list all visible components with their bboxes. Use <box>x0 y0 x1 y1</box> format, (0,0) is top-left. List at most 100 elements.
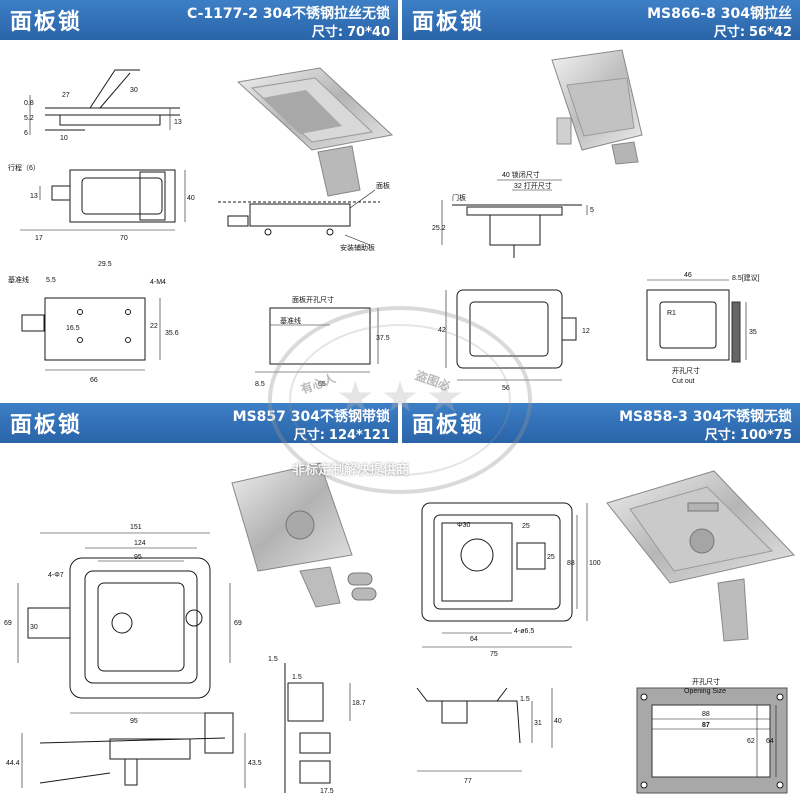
category-title: 面板锁 <box>412 10 485 35</box>
dim-text: 5 <box>590 207 594 214</box>
dim-text: 16.5 <box>66 325 80 332</box>
dim-text: 1.5 <box>268 656 278 663</box>
dim-text: 62 <box>747 738 755 745</box>
dim-text: 17.5 <box>320 788 334 795</box>
open-en: Opening Size <box>684 688 726 695</box>
dim-text: 12 <box>582 328 590 335</box>
dim-text: 124 <box>134 540 146 547</box>
dim-text: 17 <box>35 235 43 242</box>
panel-ms858: 面板锁 MS858-3 304不锈钢无锁 尺寸:100*75 <box>402 403 800 801</box>
travel-label: 行程（6） <box>8 163 40 172</box>
product-photo <box>606 470 795 642</box>
dim-text: 22 <box>150 323 158 330</box>
dim-text: 64 <box>766 738 774 745</box>
product-photo <box>236 67 394 197</box>
dim-text: 30 <box>30 624 38 631</box>
thread-label: 4-M4 <box>150 279 166 286</box>
dim-text: 95 <box>130 718 138 725</box>
cutout-cn: 开孔尺寸 <box>672 366 700 375</box>
dim-text: 151 <box>130 524 142 531</box>
holes-label: 4-Φ7 <box>48 572 64 579</box>
technical-drawing: 27 30 0.8 5.2 6 10 13 13 40 17 70 5.5 29… <box>8 67 394 388</box>
lock-close-label: 40 锁闭尺寸 <box>502 170 540 179</box>
dim-text: 88 <box>702 711 710 718</box>
datum-label: 基准线 <box>280 316 301 325</box>
size-value: 100*75 <box>739 428 792 443</box>
model-name: C-1177-2 304不锈钢拉丝无锁 <box>186 6 390 22</box>
dim-text: 100 <box>589 560 601 567</box>
panel-header: 面板锁 MS866-8 304钢拉丝 尺寸:56*42 <box>402 0 800 40</box>
open-cn: 开孔尺寸 <box>692 677 720 686</box>
dim-text: 35.6 <box>165 330 179 337</box>
size-line: 尺寸:70*40 <box>308 21 390 40</box>
cutout-view <box>255 307 379 373</box>
dim-text: 31 <box>534 720 542 727</box>
dim-text: 0.8 <box>24 100 34 107</box>
category-title: 面板锁 <box>10 10 83 35</box>
open-label: 32 打开尺寸 <box>514 181 552 190</box>
dim-text: 10 <box>60 135 68 142</box>
product-photo <box>231 462 377 608</box>
dim-text: 88 <box>567 560 575 567</box>
dim-text: 77 <box>464 778 472 785</box>
size-value: 70*40 <box>347 25 390 40</box>
support-label: 安装辅助板 <box>340 243 375 252</box>
panel-header: 面板锁 C-1177-2 304不锈钢拉丝无锁 尺寸:70*40 <box>0 0 398 40</box>
category-title: 面板锁 <box>412 413 485 438</box>
dim-text: 66 <box>90 377 98 384</box>
datum-label: 基准线 <box>8 275 29 284</box>
cutout-view <box>646 279 747 363</box>
dim-text: 37.5 <box>376 335 390 342</box>
section-view <box>441 179 588 258</box>
dim-text: 25.2 <box>432 225 446 232</box>
size-label: 尺寸: <box>293 428 325 443</box>
dim-text: 69 <box>4 620 12 627</box>
dim-text: 1.5 <box>292 674 302 681</box>
dim-text: 6 <box>24 130 28 137</box>
dim-text: 8.5 <box>255 381 265 388</box>
model-name: MS866-8 304钢拉丝 <box>647 6 792 22</box>
size-value: 124*121 <box>328 428 390 443</box>
model-name: MS857 304不锈钢带锁 <box>232 409 390 425</box>
dim-text: 25 <box>547 554 555 561</box>
front-view <box>17 532 231 714</box>
panel-ms866: 面板锁 MS866-8 304钢拉丝 尺寸:56*42 <box>402 0 800 398</box>
technical-drawing: Φ30 25 25 88 100 64 75 4-ø6.5 1.5 31 40 … <box>416 470 795 794</box>
dim-text: 35 <box>749 329 757 336</box>
panel-header: 面板锁 MS858-3 304不锈钢无锁 尺寸:100*75 <box>402 403 800 443</box>
dim-text: 43.5 <box>248 760 262 767</box>
dim-text: 44.4 <box>6 760 20 767</box>
dim-text: 18.7 <box>352 700 366 707</box>
technical-drawing: 151 124 95 69 30 69 95 1.5 1.5 18.7 44.4… <box>4 462 377 795</box>
dim-text: 42 <box>438 327 446 334</box>
suggest-label: 8.5[建议] <box>732 273 760 282</box>
dim-text: 13 <box>174 119 182 126</box>
dim-text: 5.5 <box>46 277 56 284</box>
dim-text: 69 <box>234 620 242 627</box>
top-view <box>21 297 161 371</box>
panel-c1177: 面板锁 C-1177-2 304不锈钢拉丝无锁 尺寸:70*40 <box>0 0 398 398</box>
panel-header: 面板锁 MS857 304不锈钢带锁 尺寸:124*121 <box>0 403 398 443</box>
size-label: 尺寸: <box>311 25 344 40</box>
r1-label: R1 <box>667 310 676 317</box>
panel-ms857: 面板锁 MS857 304不锈钢带锁 尺寸:124*121 <box>0 403 398 801</box>
size-line: 尺寸:100*75 <box>701 424 792 443</box>
size-label: 尺寸: <box>713 25 746 40</box>
dim-text: 70 <box>120 235 128 242</box>
size-label: 尺寸: <box>704 428 736 443</box>
front-view <box>445 289 577 381</box>
technical-drawing: 门板 40 锁闭尺寸 32 打开尺寸 25.2 5 42 12 56 46 35… <box>432 49 760 392</box>
model-name: MS858-3 304不锈钢无锁 <box>619 409 792 425</box>
dim-text: 64 <box>470 636 478 643</box>
cutout-title: 面板开孔尺寸 <box>292 295 334 304</box>
dim-text: 27 <box>62 92 70 99</box>
product-photo <box>551 49 643 165</box>
dim-text: 40 <box>554 718 562 725</box>
dim-text: 95 <box>134 554 142 561</box>
side-view <box>29 69 180 135</box>
dim-text: 25 <box>522 523 530 530</box>
dim-text: 56 <box>502 385 510 392</box>
category-title: 面板锁 <box>10 413 83 438</box>
dim-text: 1.5 <box>520 696 530 703</box>
